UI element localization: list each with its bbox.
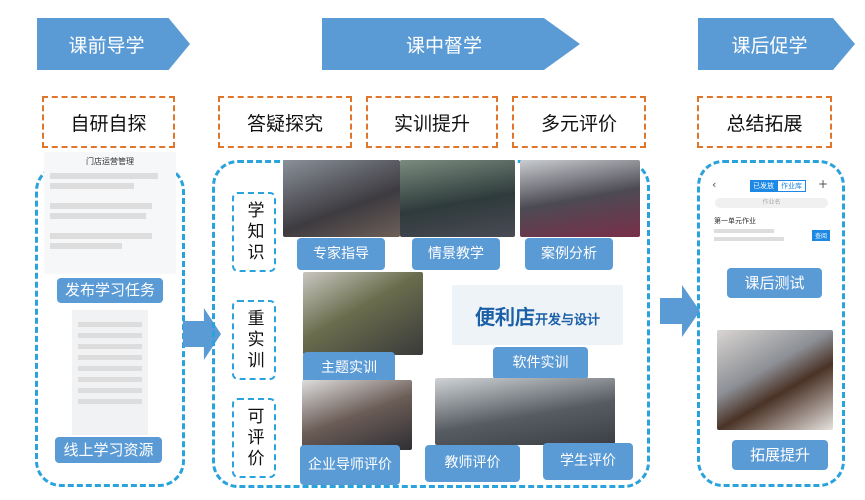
software-subtitle: 开发与设计 — [534, 312, 600, 328]
scenario-teaching-label: 情景教学 — [412, 238, 500, 270]
mentor-eval-label: 企业导师评价 — [300, 445, 400, 485]
search-input[interactable]: 作业名 — [715, 198, 828, 208]
extension-photo — [717, 330, 833, 430]
teacher-eval-label: 教师评价 — [425, 445, 520, 482]
arrow-right-icon — [660, 285, 700, 337]
phase-summary: 总结拓展 — [697, 96, 832, 148]
case-analysis-photo — [520, 160, 640, 237]
add-icon[interactable]: + — [818, 177, 829, 191]
screen-title: 门店运营管理 — [86, 157, 134, 166]
mentor-eval-photo — [302, 380, 412, 450]
phase-evaluation: 多元评价 — [512, 96, 646, 148]
publish-task-label: 发布学习任务 — [57, 278, 163, 303]
stage-post: 课后促学 — [698, 18, 855, 70]
online-resource-label: 线上学习资源 — [55, 437, 162, 463]
phase-qa: 答疑探究 — [218, 96, 352, 148]
assignment-title: 第一单元作业 — [714, 217, 756, 225]
software-title: 便利店 — [474, 304, 535, 329]
tab-issued[interactable]: 已发放 — [750, 180, 777, 192]
theme-training-label: 主题实训 — [303, 352, 395, 385]
post-class-panel — [697, 160, 845, 487]
phase-self-study: 自研自探 — [42, 96, 175, 148]
resource-screenshot — [72, 310, 148, 435]
teacher-eval-photo — [435, 378, 615, 445]
post-test-label: 课后测试 — [727, 268, 822, 298]
student-eval-label: 学生评价 — [543, 443, 633, 480]
case-analysis-label: 案例分析 — [525, 238, 613, 270]
theme-training-photo — [303, 272, 423, 355]
row-learn-knowledge: 学知识 — [232, 192, 276, 272]
stage-pre: 课前导学 — [37, 18, 190, 70]
software-training-label: 软件实训 — [493, 347, 588, 380]
view-button[interactable]: 查阅 — [812, 230, 831, 241]
row-evaluate: 可评价 — [232, 398, 276, 478]
discussion-screenshot: 门店运营管理 — [44, 152, 176, 274]
software-banner: 便利店开发与设计 — [452, 285, 623, 345]
extension-label: 拓展提升 — [732, 440, 828, 470]
scenario-teaching-photo — [400, 160, 515, 237]
tab-library[interactable]: 作业库 — [777, 180, 806, 192]
row-practice: 重实训 — [232, 300, 276, 380]
tab-group: 已发放 作业库 — [750, 180, 806, 192]
phase-training: 实训提升 — [366, 96, 498, 148]
expert-guidance-label: 专家指导 — [297, 238, 385, 270]
stage-mid: 课中督学 — [322, 18, 580, 70]
back-icon[interactable]: ‹ — [712, 178, 717, 191]
expert-guidance-photo — [283, 160, 400, 237]
